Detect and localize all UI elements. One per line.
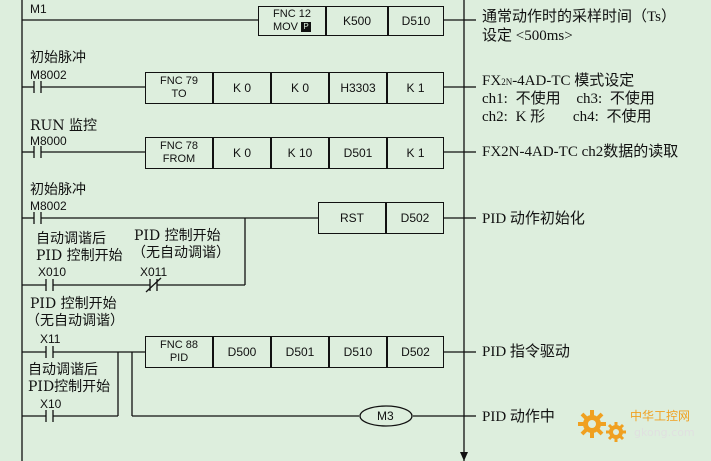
coil-m3 (359, 405, 413, 427)
ch3-label: ch3: (576, 91, 603, 107)
operand-box: K 0 (271, 72, 329, 104)
contact-label: RUN 监控 (30, 118, 98, 134)
gear-icon: 中华工控网 gkong.com (578, 408, 695, 442)
gkong-logo: 中华工控网 gkong.com (578, 404, 700, 446)
fnc-mnemonic: MOV P (272, 21, 312, 34)
logo-url: gkong.com (634, 426, 695, 439)
comment-line: 设定 <500ms> (482, 28, 573, 44)
operand-box: K 1 (387, 137, 444, 169)
contact-label: 初始脉冲 (30, 50, 86, 66)
comment-line: FX2N-4AD-TC ch2数据的读取 (482, 144, 679, 160)
comment-line: PID 指令驱动 (482, 344, 570, 360)
fnc-number: FNC 88 (160, 339, 198, 351)
mnemonic-text: MOV (272, 21, 298, 33)
channel-row-1: ch1: 不使用 ch3: 不使用 (482, 90, 655, 108)
ch4-label: ch4: (572, 109, 599, 125)
contact-label: PID 控制开始 (36, 248, 123, 264)
contact-m1-label: M1 (30, 2, 47, 16)
instruction-fnc-box: FNC 78 FROM (145, 137, 213, 169)
contact-x11-name: X11 (40, 332, 61, 346)
operand-box: H3303 (329, 72, 387, 104)
operand-box: D510 (388, 6, 444, 36)
contact-m8002-name: M8002 (30, 68, 67, 82)
contact-label: （无自动调谐） (26, 313, 124, 329)
instruction-fnc-box: FNC 79 TO (145, 72, 213, 104)
operand-box: K500 (326, 6, 388, 36)
channel-row-2: ch2: K 形 ch4: 不使用 (482, 108, 652, 126)
fnc-number: FNC 12 (273, 8, 311, 20)
contact-label: PID 控制开始 (134, 228, 221, 244)
operand-box: D501 (329, 137, 387, 169)
ch4-value: 不使用 (606, 109, 652, 125)
instruction-fnc-box: FNC 12 MOV P (258, 6, 326, 36)
contact-m8000-name: M8000 (30, 134, 67, 148)
comment-part: -4AD-TC 模式设定 (512, 73, 635, 89)
comment-subscript: 2N (501, 77, 513, 87)
operand-box: K 1 (387, 72, 444, 104)
fnc-mnemonic: FROM (162, 153, 196, 165)
comment-line: PID 动作中 (482, 409, 555, 425)
fnc-number: FNC 78 (160, 140, 198, 152)
operand-box: D510 (329, 336, 387, 368)
operand-box: D501 (271, 336, 329, 368)
contact-x10-name: X10 (40, 397, 62, 411)
instruction-rst-box: RST (318, 202, 386, 234)
operand-box: K 10 (271, 137, 329, 169)
contact-m8002-name: M8002 (30, 199, 67, 213)
logo-text: 中华工控网 (630, 408, 690, 423)
pulse-marker: P (301, 22, 312, 33)
fnc-mnemonic: PID (169, 352, 189, 364)
contact-x010-name: X010 (38, 265, 67, 279)
contact-label: PID控制开始 (28, 379, 111, 395)
operand-box: D500 (213, 336, 271, 368)
contact-label: 自动调谐后 (36, 231, 106, 247)
contact-label: PID 控制开始 (30, 296, 117, 312)
contact-label: （无自动调谐） (132, 245, 230, 261)
contact-label: 自动调谐后 (28, 362, 98, 378)
ch3-value: 不使用 (609, 91, 655, 107)
instruction-fnc-box: FNC 88 PID (145, 336, 213, 368)
comment-title: FX2N-4AD-TC 模式设定 (482, 72, 634, 91)
ch2-label: ch2: (482, 109, 508, 125)
operand-box: D502 (386, 202, 444, 234)
contact-label: 初始脉冲 (30, 182, 86, 198)
comment-part: FX (482, 73, 502, 89)
comment-line: PID 动作初始化 (482, 211, 585, 227)
fnc-mnemonic: TO (171, 88, 187, 100)
coil-m3-label: M3 (377, 409, 394, 423)
comment-line: 通常动作时的采样时间（Ts） (482, 9, 676, 25)
operand-box: D502 (387, 336, 444, 368)
ch2-value: K 形 (515, 109, 546, 125)
fnc-number: FNC 79 (160, 75, 198, 87)
ch1-value: 不使用 (515, 91, 561, 107)
ch1-label: ch1: (482, 91, 508, 107)
contact-x011-name: X011 (140, 265, 168, 279)
operand-box: K 0 (213, 137, 271, 169)
operand-box: K 0 (213, 72, 271, 104)
